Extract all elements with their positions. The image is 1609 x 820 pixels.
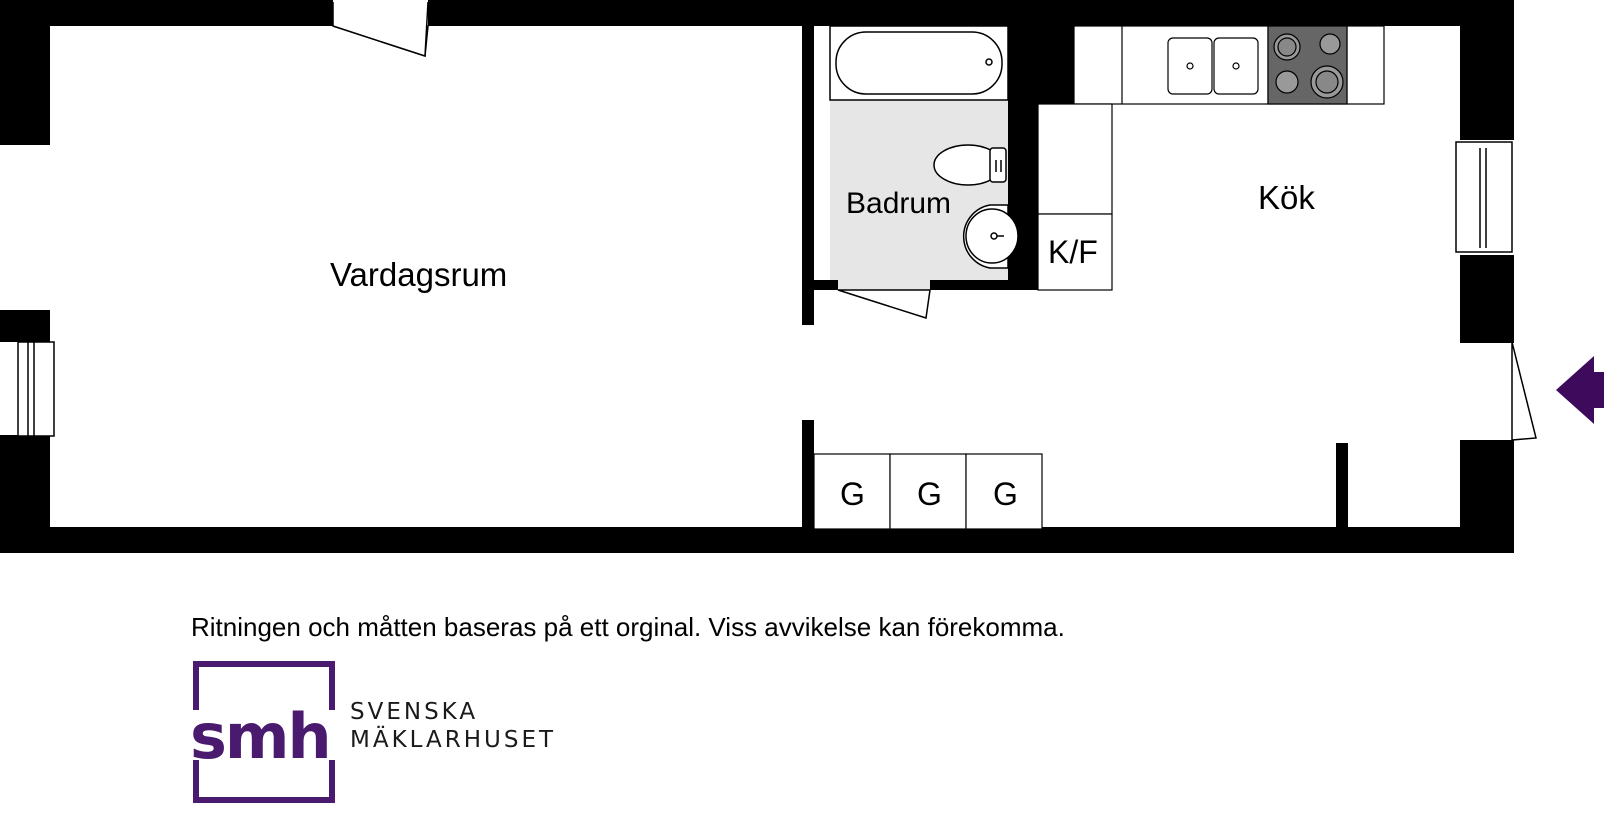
logo-mark: smh — [192, 700, 330, 773]
wardrobe-label-3: G — [993, 476, 1018, 512]
smh-logo-icon: smh — [190, 661, 350, 803]
brand-line-2: MÄKLARHUSET — [350, 727, 557, 753]
room-label-living: Vardagsrum — [330, 256, 507, 293]
sink-icon — [1167, 37, 1259, 95]
entrance-arrow-icon — [1556, 356, 1604, 424]
brand-logo: smh — [190, 660, 612, 810]
wardrobe-label-1: G — [840, 476, 865, 512]
wardrobe-label-2: G — [917, 476, 942, 512]
washbasin-icon — [962, 204, 1019, 269]
floor-plan: Vardagsrum Badrum Kök K/F G G G — [0, 0, 1604, 553]
room-label-bath: Badrum — [846, 187, 951, 220]
fridge-label: K/F — [1048, 234, 1098, 270]
doors — [332, 1, 1537, 441]
room-label-kitchen: Kök — [1258, 179, 1315, 216]
brand-line-1: SVENSKA — [350, 699, 479, 725]
walls — [0, 0, 1514, 553]
toilet-icon — [933, 144, 1007, 186]
stove-icon — [1267, 25, 1348, 105]
bathtub-icon — [829, 25, 1009, 101]
brand-name: SVENSKA MÄKLARHUSET — [350, 698, 556, 754]
windows — [17, 141, 1513, 437]
wardrobes — [813, 453, 1043, 530]
disclaimer-text: Ritningen och måtten baseras på ett orgi… — [191, 612, 1065, 642]
